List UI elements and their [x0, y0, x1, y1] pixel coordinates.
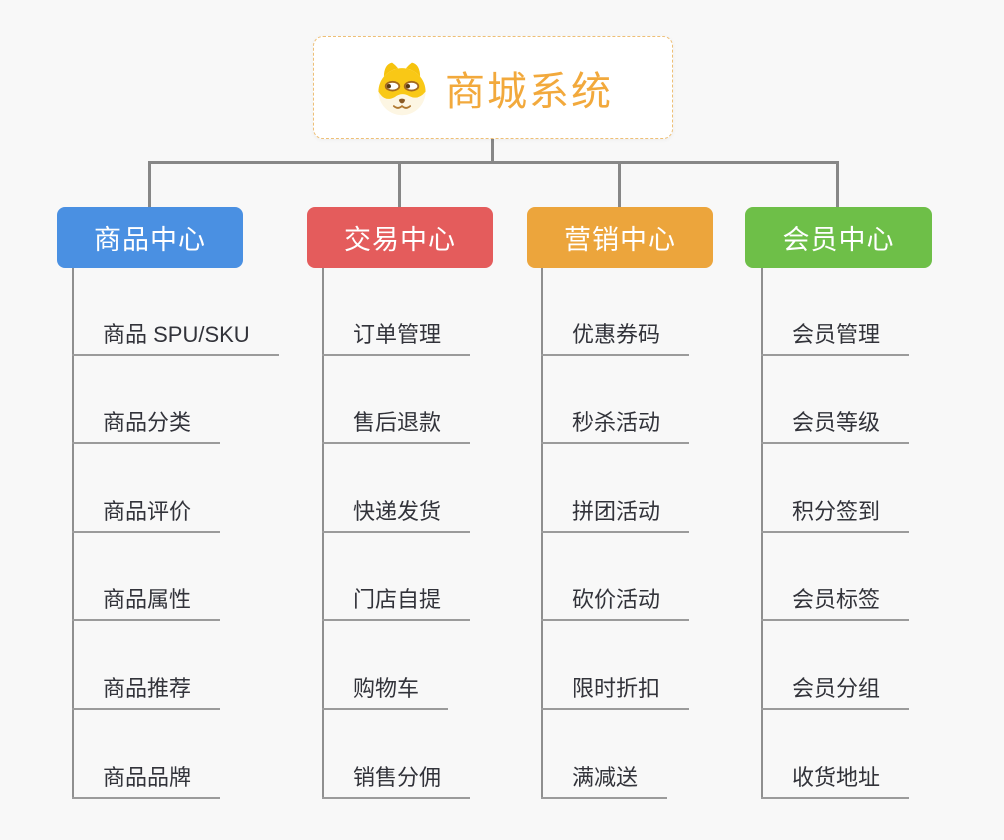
child-node-order-management[interactable]: 订单管理 [322, 317, 471, 356]
branch4-child-line [761, 267, 763, 799]
child-node-product-recommend[interactable]: 商品推荐 [72, 671, 221, 710]
connector-drop-2 [398, 161, 401, 207]
child-row: 积分签到 [761, 444, 910, 533]
child-node-member-tag[interactable]: 会员标签 [761, 582, 910, 622]
child-node-express-delivery[interactable]: 快递发货 [322, 494, 471, 533]
child-node-product-attribute[interactable]: 商品属性 [72, 582, 221, 622]
child-row: 拼团活动 [541, 444, 690, 533]
branch-box-trade-center[interactable]: 交易中心 [307, 207, 493, 268]
child-row: 限时折扣 [541, 621, 690, 710]
child-node-product-spu-sku[interactable]: 商品 SPU/SKU [72, 317, 279, 356]
child-node-coupon-code[interactable]: 优惠券码 [541, 317, 690, 356]
child-row: 优惠券码 [541, 267, 690, 356]
branch3-child-line [541, 267, 543, 799]
child-node-member-group[interactable]: 会员分组 [761, 671, 910, 710]
child-node-limited-time-discount[interactable]: 限时折扣 [541, 671, 690, 710]
child-row: 快递发货 [322, 444, 471, 533]
child-row: 会员分组 [761, 621, 910, 710]
branch2-child-line [322, 267, 324, 799]
child-node-member-management[interactable]: 会员管理 [761, 317, 910, 356]
child-row: 商品品牌 [72, 710, 279, 799]
child-node-flash-sale[interactable]: 秒杀活动 [541, 405, 690, 445]
branch-box-product-center[interactable]: 商品中心 [57, 207, 243, 268]
child-row: 会员等级 [761, 356, 910, 445]
child-node-shipping-address[interactable]: 收货地址 [761, 760, 910, 799]
branch-label: 营销中心 [564, 225, 676, 255]
child-node-store-pickup[interactable]: 门店自提 [322, 582, 471, 622]
child-row: 售后退款 [322, 356, 471, 445]
child-row: 购物车 [322, 621, 470, 710]
branch4-children: 会员管理 会员等级 积分签到 会员标签 会员分组 收货地址 [761, 267, 910, 799]
child-row: 商品评价 [72, 444, 279, 533]
connector-horizontal [148, 161, 839, 164]
child-node-product-category[interactable]: 商品分类 [72, 405, 221, 445]
child-node-product-brand[interactable]: 商品品牌 [72, 760, 221, 799]
child-node-member-level[interactable]: 会员等级 [761, 405, 910, 445]
child-node-aftersale-refund[interactable]: 售后退款 [322, 405, 471, 445]
child-node-shopping-cart[interactable]: 购物车 [322, 671, 449, 710]
child-row: 砍价活动 [541, 533, 690, 622]
connector-drop-1 [148, 161, 151, 207]
child-row: 商品分类 [72, 356, 279, 445]
child-row: 商品属性 [72, 533, 279, 622]
child-node-group-buy[interactable]: 拼团活动 [541, 494, 690, 533]
doge-face-icon [378, 62, 426, 115]
branch1-children: 商品 SPU/SKU 商品分类 商品评价 商品属性 商品推荐 商品品牌 [72, 267, 279, 799]
child-row: 会员管理 [761, 267, 910, 356]
child-node-bargain-activity[interactable]: 砍价活动 [541, 582, 690, 622]
branch-box-member-center[interactable]: 会员中心 [745, 207, 932, 268]
branch2-children: 订单管理 售后退款 快递发货 门店自提 购物车 销售分佣 [322, 267, 471, 799]
child-row: 秒杀活动 [541, 356, 690, 445]
branch3-children: 优惠券码 秒杀活动 拼团活动 砍价活动 限时折扣 满减送 [541, 267, 690, 799]
connector-drop-4 [836, 161, 839, 207]
child-node-points-checkin[interactable]: 积分签到 [761, 494, 910, 533]
child-row: 会员标签 [761, 533, 910, 622]
child-node-sales-commission[interactable]: 销售分佣 [322, 760, 471, 799]
branch-label: 商品中心 [94, 225, 206, 255]
child-row: 满减送 [541, 710, 689, 799]
child-row: 门店自提 [322, 533, 471, 622]
root-title: 商城系统 [445, 69, 613, 114]
connector-drop-3 [618, 161, 621, 207]
root-node[interactable]: 商城系统 [313, 36, 673, 139]
child-row: 订单管理 [322, 267, 471, 356]
child-node-product-review[interactable]: 商品评价 [72, 494, 221, 533]
child-row: 销售分佣 [322, 710, 471, 799]
child-row: 收货地址 [761, 710, 910, 799]
child-row: 商品 SPU/SKU [72, 267, 279, 356]
child-row: 商品推荐 [72, 621, 279, 710]
child-node-spend-and-save[interactable]: 满减送 [541, 760, 668, 799]
branch1-child-line [72, 267, 74, 799]
branch-label: 会员中心 [782, 225, 895, 255]
branch-label: 交易中心 [344, 225, 456, 255]
connector-root-stem [491, 139, 494, 163]
branch-box-marketing-center[interactable]: 营销中心 [527, 207, 713, 268]
